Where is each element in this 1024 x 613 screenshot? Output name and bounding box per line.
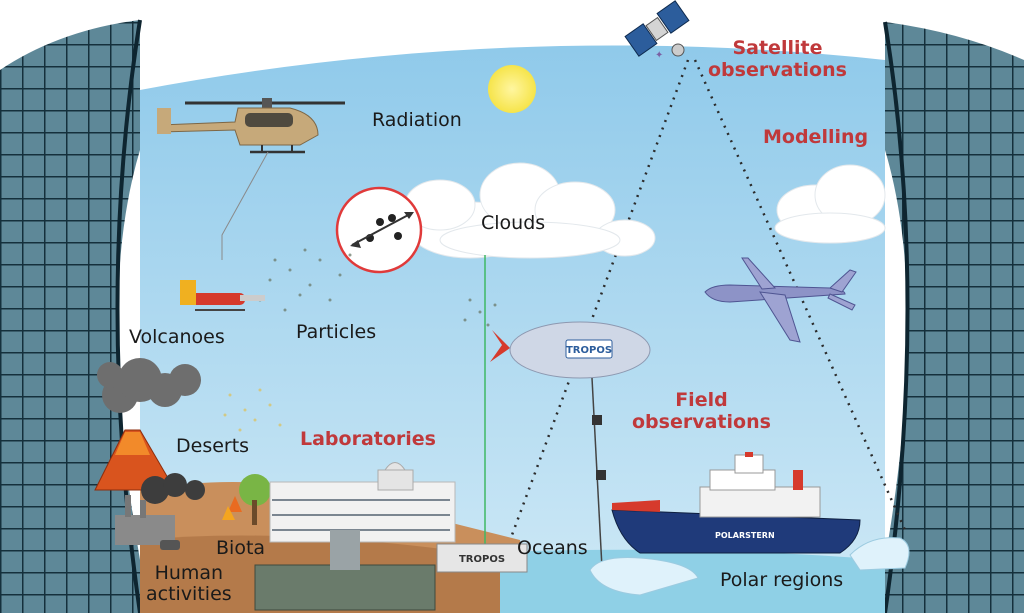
helicopter-icon	[157, 98, 345, 154]
tropos-container-icon: TROPOS	[436, 543, 528, 573]
particles-label: Particles	[296, 321, 377, 343]
biota-trees-icon	[222, 474, 271, 525]
iceberg-icon	[589, 537, 910, 596]
satellite-observations-heading: Satellite observations	[708, 37, 847, 81]
volcano-icon	[94, 358, 201, 491]
svg-text:✦: ✦	[655, 50, 663, 61]
radiation-label: Radiation	[372, 109, 462, 131]
blimp-tether	[591, 377, 606, 569]
human-activities-label: Human activities	[146, 562, 232, 605]
sky-background	[140, 30, 885, 613]
biota-label: Biota	[216, 537, 266, 559]
satellite-icon: ✦	[624, 0, 690, 61]
deserts-label: Deserts	[176, 435, 250, 457]
laboratory-building-icon	[254, 462, 456, 611]
towed-sensor-icon	[180, 280, 265, 311]
particle-spray	[258, 248, 497, 327]
field-observations-heading: Field observations	[632, 389, 771, 433]
volcanoes-label: Volcanoes	[129, 326, 225, 348]
dust-spray	[223, 388, 282, 432]
polar-regions-label: Polar regions	[720, 569, 844, 591]
ship-name: POLARSTERN	[715, 531, 775, 540]
globe-grid-right	[883, 21, 1024, 613]
oceans-label: Oceans	[517, 537, 588, 559]
modelling-heading: Modelling	[763, 126, 869, 148]
blimp-label: TROPOS	[566, 345, 612, 356]
clouds-label: Clouds	[481, 212, 546, 234]
tethered-blimp-icon: TROPOS	[490, 321, 651, 379]
laboratories-heading: Laboratories	[300, 428, 436, 450]
industry-icon	[115, 473, 205, 550]
research-ship-icon: POLARSTERN	[611, 452, 861, 554]
sun-icon	[488, 65, 536, 113]
container-label: TROPOS	[459, 554, 505, 565]
cloud-right	[774, 164, 886, 244]
research-jet-icon	[704, 257, 857, 343]
particle-zoom-circle	[335, 186, 423, 274]
